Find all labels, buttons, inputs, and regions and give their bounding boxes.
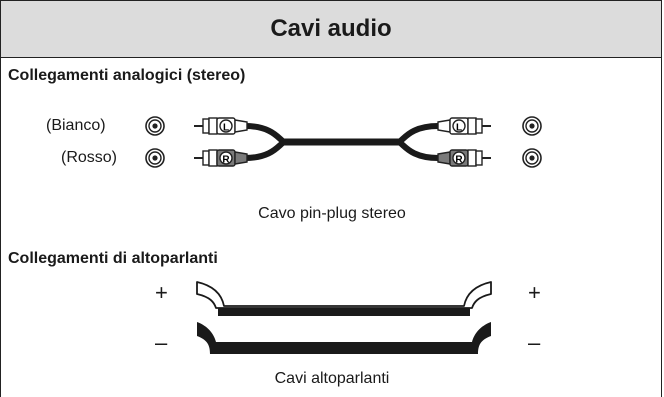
- speaker-heading: Collegamenti di altoparlanti: [8, 250, 218, 267]
- jack-white-right-icon: [522, 116, 542, 136]
- marker-l-left: L: [223, 123, 229, 134]
- plug-right-white-icon: L: [437, 117, 491, 135]
- white-label: (Bianco): [46, 117, 106, 134]
- plug-right-red-icon: R: [437, 149, 491, 167]
- red-label: (Rosso): [61, 149, 118, 166]
- plug-left-red-icon: R: [194, 149, 248, 167]
- marker-r-right: R: [455, 155, 463, 166]
- page-title: Cavi audio: [270, 15, 392, 42]
- marker-l-right: L: [456, 123, 462, 134]
- plug-left-white-icon: L: [194, 117, 248, 135]
- speaker-caption: Cavi altoparlanti: [274, 370, 390, 387]
- plus-right-label: +: [528, 280, 541, 305]
- analog-heading: Collegamenti analogici (stereo): [8, 67, 246, 84]
- minus-right-label: –: [528, 330, 541, 355]
- speaker-cable-icon: [196, 281, 492, 354]
- title-bar: Cavi audio: [1, 1, 661, 58]
- plus-left-label: +: [155, 280, 168, 305]
- stereo-cable-icon: [242, 123, 441, 161]
- jack-red-right-icon: [522, 148, 542, 168]
- pin-plug-caption: Cavo pin-plug stereo: [258, 205, 406, 222]
- marker-r-left: R: [222, 155, 230, 166]
- jack-red-left-icon: [145, 148, 165, 168]
- minus-left-label: –: [155, 330, 168, 355]
- jack-white-left-icon: [145, 116, 165, 136]
